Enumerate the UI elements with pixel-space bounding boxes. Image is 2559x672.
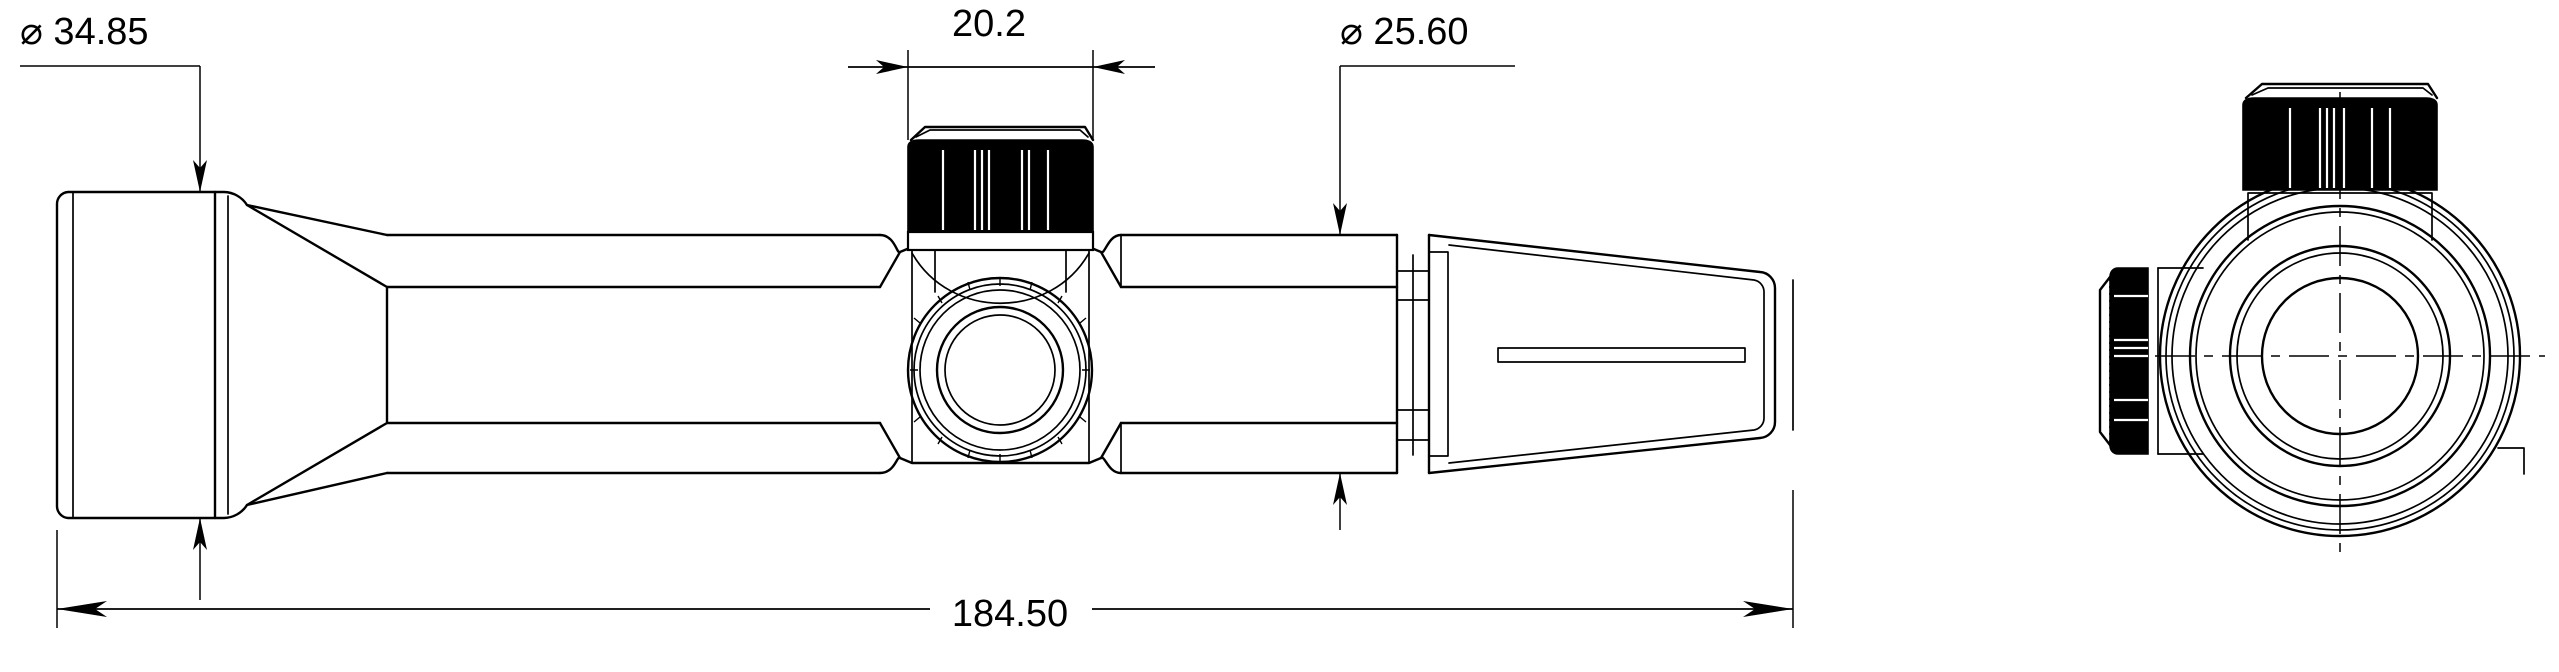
windage-turret-lens-circle: [935, 305, 1065, 435]
elevation-turret-base-collar: [906, 230, 1095, 252]
rear-view-lens-ring-outer: [2228, 244, 2452, 468]
rear-view-body-mid-circle-2: [2195, 211, 2485, 501]
windage-turret-lens-inner: [944, 314, 1056, 426]
windage-turret-knurl-ticks: [910, 278, 1090, 462]
side-elevation-view: [55, 125, 1794, 520]
rear-view-turret-support-block: [2247, 192, 2433, 241]
arrowhead-length-left: [57, 601, 107, 617]
eyepiece-collar-step: [1428, 251, 1449, 457]
arrowhead-objective-bottom: [193, 518, 207, 550]
eyepiece-outer-profile: [1427, 233, 1777, 475]
windage-turret-knurl-circle: [913, 283, 1087, 457]
rear-view-windage-turret[interactable]: [2098, 267, 2204, 455]
rear-view-turret-cap-body[interactable]: [2242, 97, 2438, 191]
rear-view-windage-cap-side-face: [2098, 275, 2112, 447]
dim-label-turret-width: 20.2: [952, 3, 1026, 45]
rear-view-lens-aperture: [2260, 276, 2420, 436]
turret-saddle-dish: [911, 252, 1090, 305]
rear-view-body-mid-circle: [2188, 204, 2492, 508]
eyepiece-bell: [1427, 233, 1794, 475]
windage-turret[interactable]: [906, 276, 1094, 464]
tube-od-top-right-fillet: [1099, 233, 1123, 254]
eyepiece-inner-profile: [1448, 244, 1765, 464]
dim-label-objective-diameter: ⌀ 34.85: [20, 11, 149, 53]
rear-view-lower-right-tab: [2497, 447, 2525, 475]
arrowhead-tube-bottom: [1333, 473, 1347, 505]
elevation-turret-cap-body[interactable]: [907, 139, 1094, 233]
rear-view-turret-cap-top-face: [2244, 82, 2439, 100]
objective-bell: [55, 190, 217, 520]
turret-saddle-dish-ribs: [934, 249, 1067, 293]
objective-taper-od-lines: [245, 203, 389, 507]
arrowhead-turret-right: [1093, 60, 1125, 74]
rear-view-elevation-turret-cap[interactable]: [2242, 82, 2439, 191]
rear-view-turret-cap-top-inner: [2251, 87, 2433, 96]
elevation-turret-cap-top-face: [909, 125, 1095, 142]
elevation-turret-index-lines: [941, 150, 1050, 230]
tube-od-bottom-left-fillet: [878, 456, 902, 475]
dimension-objective-diameter: ⌀ 34.85: [20, 11, 207, 600]
elevation-turret-cap-top-inner: [915, 129, 1089, 138]
objective-taper: [213, 190, 389, 520]
dimension-tube-diameter: ⌀ 25.60: [1333, 11, 1515, 530]
rear-view-lens-ring-inner: [2236, 252, 2444, 460]
arrowhead-objective-top: [193, 160, 207, 192]
dimension-turret-width: 20.2: [848, 3, 1155, 140]
diopter-ring-slot: [1497, 347, 1746, 363]
arrowhead-tube-top: [1333, 203, 1347, 235]
rear-end-view: [2098, 82, 2545, 560]
dim-label-tube-diameter: ⌀ 25.60: [1340, 11, 1469, 53]
elevation-turret-knurl-ticks: [924, 141, 1076, 158]
tube-od-top-left-fillet: [878, 233, 902, 254]
rear-view-windage-knurl-ticks: [2109, 279, 2126, 442]
rear-view-turret-knurl-ticks: [2261, 99, 2413, 116]
windage-turret-inner-ring: [919, 289, 1081, 451]
arrowhead-length-right: [1743, 601, 1793, 617]
elevation-turret-cap[interactable]: [907, 125, 1095, 233]
rear-view-turret-index-lines: [2288, 108, 2392, 188]
tube-od-bottom-right-fillet: [1099, 456, 1123, 475]
magnification-ring[interactable]: [1395, 233, 1431, 475]
arrowhead-turret-left: [876, 60, 908, 74]
dimension-overall-length: 184.50: [56, 490, 1794, 635]
dim-label-overall-length: 184.50: [952, 593, 1068, 635]
windage-turret-outer-circle[interactable]: [906, 276, 1094, 464]
rear-view-windage-index-lines: [2114, 294, 2148, 422]
